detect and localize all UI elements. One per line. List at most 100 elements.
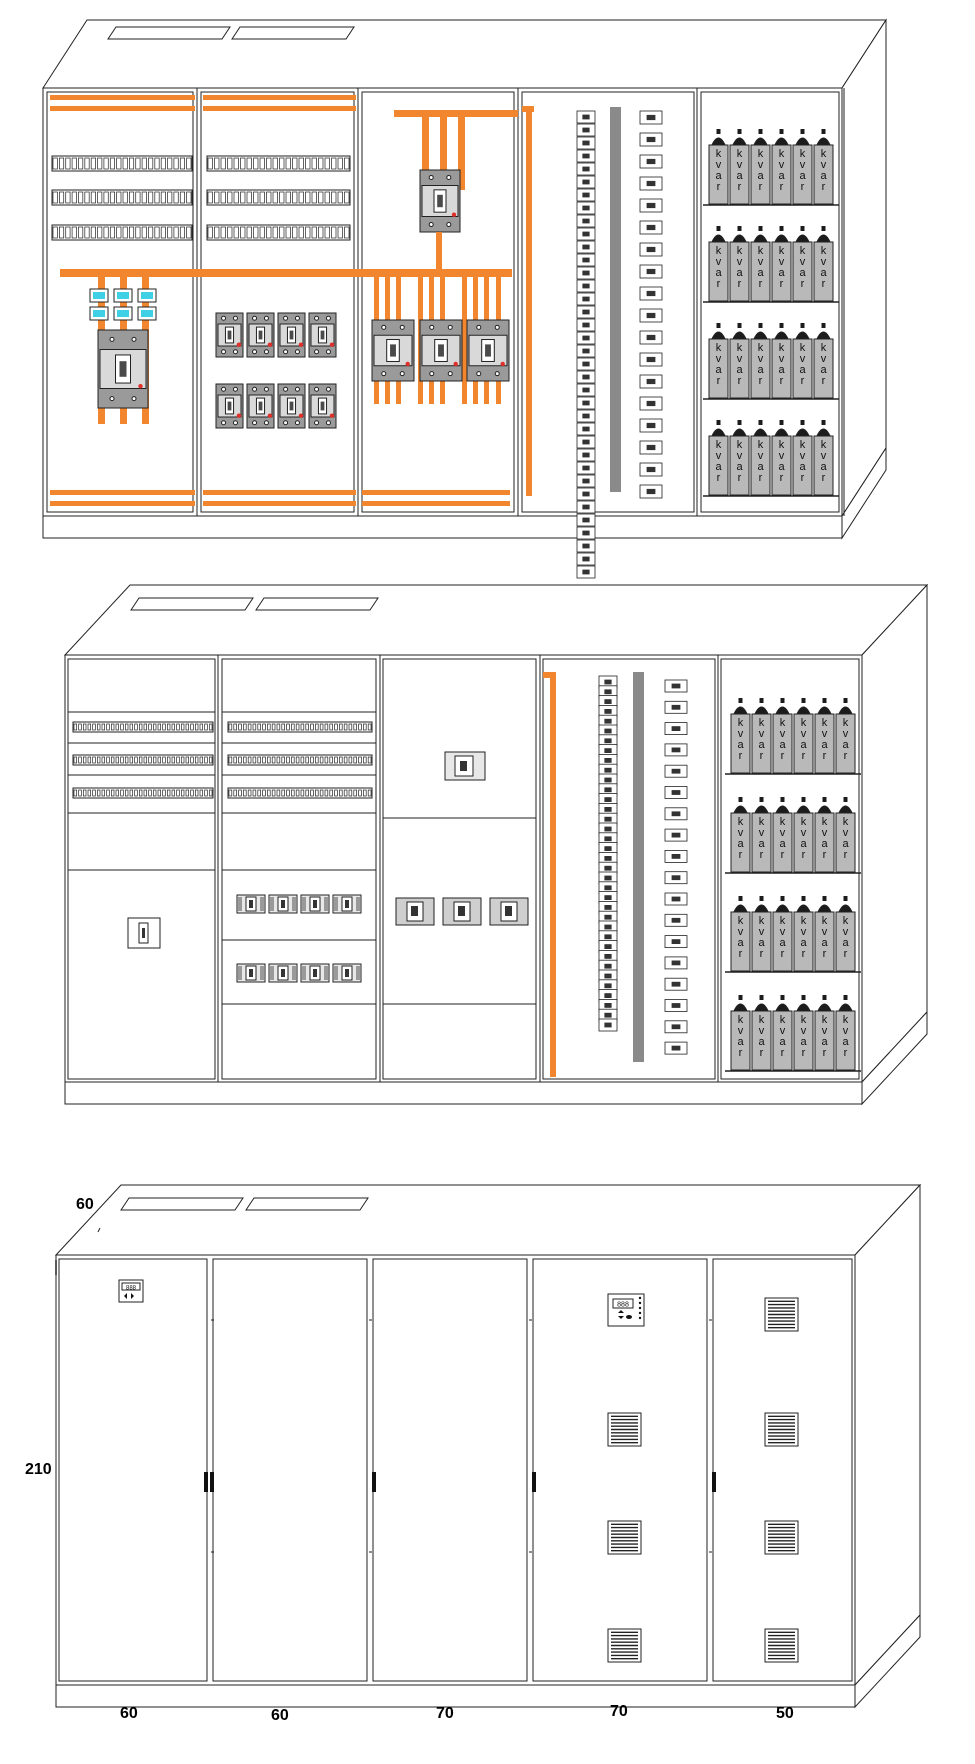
terminal-cell	[233, 157, 239, 170]
capacitor-label-a: a	[800, 739, 807, 751]
terminal-cell	[167, 226, 173, 239]
capacitor-body	[813, 338, 834, 399]
capacitor-label-r: r	[738, 375, 742, 387]
capacitor-label-v: v	[716, 159, 722, 171]
breaker-lever	[227, 330, 232, 340]
top-busbar	[50, 106, 195, 111]
enclosure-top	[63, 584, 929, 656]
capacitor-label-v: v	[780, 827, 786, 839]
door-handle-icon	[204, 1472, 208, 1492]
capacitor-label-v: v	[843, 926, 849, 938]
modular-device-toggle	[582, 179, 590, 185]
capacitor-label-v: v	[801, 728, 807, 740]
meter-led	[638, 1316, 642, 1320]
breaker-window-lever	[313, 900, 317, 908]
modular-device-toggle	[604, 944, 612, 949]
capacitor-label-v: v	[821, 256, 827, 268]
capacitor-label-a: a	[778, 461, 785, 473]
capacitor-label-k: k	[779, 245, 785, 257]
breaker-screw	[263, 349, 269, 355]
terminal-cell	[259, 191, 265, 204]
breaker-window-side	[302, 897, 306, 911]
terminal-cell	[120, 789, 124, 797]
terminal-cell	[358, 789, 362, 797]
capacitor-label-k: k	[801, 717, 807, 729]
capacitor-label-r: r	[823, 849, 827, 861]
modular-device-toggle	[671, 790, 681, 795]
capacitor-label-a: a	[757, 170, 764, 182]
capacitor-label-k: k	[821, 439, 827, 451]
breaker-window-side	[356, 966, 360, 980]
modular-device-toggle	[604, 895, 612, 900]
terminal-cell	[291, 756, 295, 764]
capacitor-terminal	[800, 129, 805, 134]
feeder-breaker-3	[277, 312, 306, 358]
capacitor-label-a: a	[715, 461, 722, 473]
modular-device-toggle	[604, 758, 612, 763]
door-handle-icon	[532, 1472, 536, 1492]
terminal-cell	[343, 756, 348, 764]
terminal-cell	[116, 157, 122, 170]
capacitor-label-r: r	[822, 375, 826, 387]
terminal-cell	[180, 756, 185, 764]
terminal-cell	[259, 226, 265, 239]
capacitor-label-a: a	[757, 461, 764, 473]
breaker-screw	[283, 315, 289, 321]
breaker-lever	[390, 344, 396, 357]
terminal-cell	[59, 191, 65, 204]
capacitor-body	[771, 241, 792, 302]
capacitor-label-v: v	[822, 926, 828, 938]
capacitor-bank-1: kvarkvarkvarkvarkvarkvarkvarkvarkvarkvar…	[703, 129, 839, 497]
capacitor-label-k: k	[800, 245, 806, 257]
capacitor-label-v: v	[822, 1025, 828, 1037]
capacitor-body	[708, 338, 729, 399]
terminal-cell	[279, 226, 285, 239]
terminal-cell	[122, 157, 128, 170]
terminal-cell	[331, 157, 337, 170]
terminal-cell	[78, 191, 84, 204]
capacitor-terminal	[738, 896, 743, 901]
outgoing-breaker-b	[419, 319, 463, 382]
capacitor-label-r: r	[802, 948, 806, 960]
capacitor-label-a: a	[779, 937, 786, 949]
capacitor-terminal	[758, 129, 763, 134]
capacitor-body	[814, 812, 835, 873]
feeder-breaker-5	[215, 383, 244, 429]
terminal-cell	[315, 723, 319, 731]
terminal-cell	[315, 756, 319, 764]
capacitor-terminal	[801, 698, 806, 703]
capacitor-terminal	[780, 797, 785, 802]
capacitor-label-v: v	[758, 450, 764, 462]
plinth-side	[841, 446, 887, 540]
capacitor-label-r: r	[780, 472, 784, 484]
breaker-window-side	[334, 897, 338, 911]
terminal-cell	[115, 723, 120, 731]
outgoing-breaker-window-1	[395, 897, 435, 926]
terminal-cell	[305, 723, 309, 731]
breaker-trip-indicator	[329, 413, 335, 418]
terminal-cell	[116, 226, 122, 239]
terminal-cell	[179, 226, 185, 239]
capacitor-terminal	[759, 995, 764, 1000]
terminal-cell	[363, 789, 367, 797]
terminal-cell	[176, 789, 180, 797]
capacitor-label-a: a	[820, 170, 827, 182]
breaker-trip-indicator	[236, 342, 242, 347]
terminal-cell	[353, 756, 357, 764]
capacitor-label-k: k	[822, 915, 828, 927]
panel-meter-display	[93, 310, 105, 317]
capacitor-label-a: a	[758, 838, 765, 850]
terminal-cell	[344, 157, 350, 170]
capacitor-label-k: k	[759, 717, 765, 729]
breaker-screw	[263, 420, 269, 426]
terminal-block-icon	[206, 224, 351, 241]
modular-device-toggle	[582, 361, 590, 367]
capacitor-terminal	[801, 896, 806, 901]
capacitor-terminal	[716, 323, 721, 328]
terminal-cell	[311, 191, 317, 204]
